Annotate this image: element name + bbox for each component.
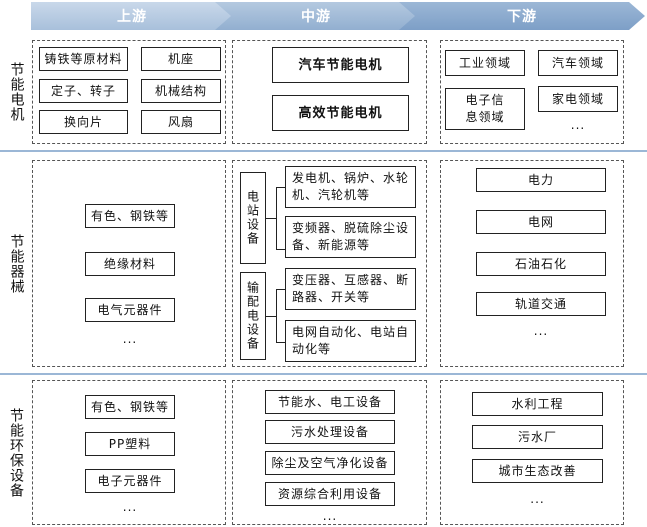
motor-upstream-item: 机座 [141, 47, 221, 71]
motor-downstream-panel [440, 40, 624, 144]
motor-upstream-item: 换向片 [39, 110, 128, 134]
motor-midstream-item: 高效节能电机 [272, 95, 409, 131]
motor-upstream-item: 机械结构 [141, 79, 221, 103]
motor-midstream-item: 汽车节能电机 [272, 47, 409, 83]
connector [276, 187, 285, 188]
env-downstream-panel [440, 380, 624, 525]
equipment-downstream-item: 石油石化 [476, 252, 606, 276]
env-midstream-item: 污水处理设备 [265, 420, 395, 444]
equipment-midstream-item: 变频器、脱硫除尘设备、新能源等 [285, 216, 416, 258]
motor-upstream-item: 风扇 [141, 110, 221, 134]
equipment-downstream-more: ... [533, 324, 549, 338]
motor-upstream-item: 定子、转子 [39, 79, 128, 103]
motor-downstream-more: ... [570, 118, 586, 132]
connector [266, 218, 276, 219]
row-label-equipment: 节能器械 [8, 233, 25, 294]
motor-downstream-item: 工业领域 [445, 50, 525, 76]
env-midstream-panel [232, 380, 427, 525]
env-midstream-item: 资源综合利用设备 [265, 482, 395, 506]
stage-upstream: 上游 [31, 2, 233, 30]
motor-upstream-item: 铸铁等原材料 [39, 47, 128, 71]
equipment-downstream-panel [440, 160, 624, 367]
env-midstream-item: 除尘及空气净化设备 [265, 451, 395, 475]
stage-downstream: 下游 [399, 2, 645, 30]
equipment-upstream-item: 有色、钢铁等 [85, 204, 175, 228]
row-separator-1 [0, 150, 647, 152]
connector [276, 289, 277, 342]
env-downstream-item: 污水厂 [472, 425, 603, 449]
equipment-upstream-item: 绝缘材料 [85, 252, 175, 276]
stage-downstream-label: 下游 [507, 9, 537, 25]
motor-downstream-item: 电子信息领域 [445, 88, 525, 130]
equipment-midstream-item: 变压器、互感器、断路器、开关等 [285, 268, 416, 310]
row-label-env: 节能环保设备 [8, 407, 24, 498]
equipment-midstream-item: 电网自动化、电站自动化等 [285, 320, 416, 362]
equipment-downstream-item: 轨道交通 [476, 292, 606, 316]
equipment-upstream-item: 电气元器件 [85, 298, 175, 322]
equipment-upstream-panel [32, 160, 226, 367]
connector [276, 342, 285, 343]
motor-downstream-item: 汽车领域 [538, 50, 618, 76]
equipment-midstream-panel [232, 160, 427, 367]
env-downstream-more: ... [530, 492, 545, 506]
stage-upstream-label: 上游 [117, 9, 147, 25]
row-separator-2 [0, 373, 647, 375]
env-downstream-item: 水利工程 [472, 392, 603, 416]
equipment-upstream-more: ... [122, 332, 138, 346]
stage-midstream-label: 中游 [301, 9, 331, 25]
motor-downstream-item: 家电领域 [538, 86, 618, 112]
env-upstream-more: ... [122, 500, 138, 514]
row-label-motor: 节能电机 [8, 62, 25, 122]
env-midstream-item: 节能水、电工设备 [265, 390, 395, 414]
env-upstream-panel [32, 380, 226, 525]
env-midstream-more: ... [322, 509, 338, 523]
equipment-downstream-item: 电网 [476, 210, 606, 234]
motor-midstream-panel [232, 40, 427, 144]
connector [276, 249, 285, 250]
equipment-group-power-station: 电站设备 [240, 172, 266, 264]
equipment-group-distribution: 输配电设备 [240, 272, 266, 360]
equipment-downstream-item: 电力 [476, 168, 606, 192]
env-downstream-item: 城市生态改善 [472, 459, 603, 483]
env-upstream-item: PP塑料 [85, 432, 175, 456]
connector [276, 289, 285, 290]
equipment-midstream-item: 发电机、锅炉、水轮机、汽轮机等 [285, 166, 416, 208]
env-upstream-item: 电子元器件 [85, 469, 175, 493]
stage-midstream: 中游 [215, 2, 417, 30]
env-upstream-item: 有色、钢铁等 [85, 395, 175, 419]
connector [276, 187, 277, 249]
motor-upstream-panel [32, 40, 226, 144]
connector [266, 316, 276, 317]
